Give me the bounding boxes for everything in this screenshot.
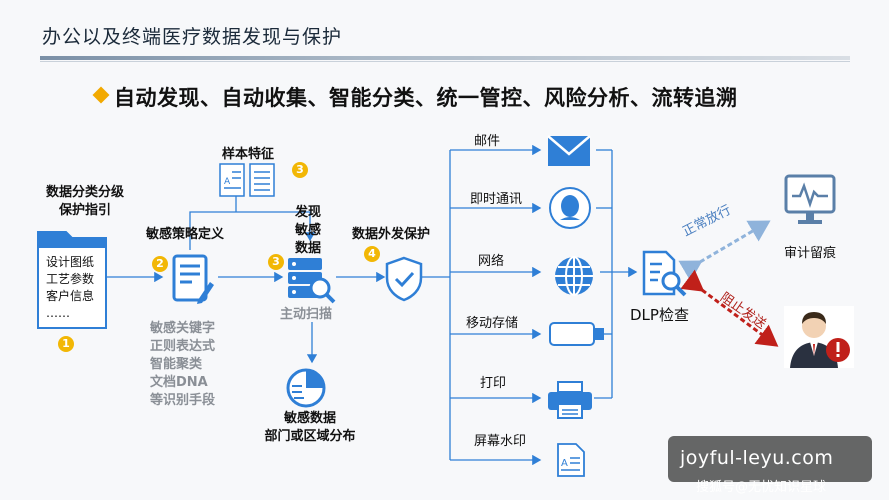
title-underline-thin (40, 61, 850, 62)
guide-title-line-2: 保护指引 (58, 203, 111, 218)
discover-label-line: 敏感 (294, 223, 321, 238)
usb-icon (548, 320, 606, 348)
sample-label: 样本特征 (222, 147, 275, 162)
watermark-text: joyful-leyu.com (680, 447, 834, 469)
folder-icon (36, 226, 108, 330)
subtitle: 自动发现、自动收集、智能分类、统一管控、风险分析、流转追溯 (114, 86, 738, 110)
channel-label-im: 即时通讯 (470, 192, 523, 207)
page-title: 办公以及终端医疗数据发现与保护 (42, 26, 343, 48)
step-badge-2: 2 (152, 256, 168, 272)
watermark-source: 搜狐号@无忧知识星球 (696, 480, 827, 495)
policy-methods: 敏感关键字 正则表达式 智能聚类 文档DNA 等识别手段 (150, 320, 215, 410)
blocked-user-icon (784, 306, 854, 368)
policy-document-icon (170, 254, 216, 308)
step-badge-1: 1 (58, 336, 74, 352)
channel-label-storage: 移动存储 (466, 316, 519, 331)
distribution-label-1: 敏感数据 (283, 411, 336, 426)
guide-title-line-1: 数据分类分级 (45, 185, 124, 200)
svg-text:A: A (224, 177, 231, 187)
sample-files-icon: A (218, 162, 278, 198)
audit-label: 审计留痕 (784, 246, 837, 261)
step-badge-3b: 3 (268, 254, 284, 270)
dlp-inspect-icon (640, 250, 688, 298)
dlp-label: DLP检查 (630, 306, 689, 324)
method-item: 敏感关键字 (150, 321, 216, 336)
discover-label-line: 数据 (294, 241, 321, 256)
channel-label-watermark: 屏幕水印 (474, 434, 527, 449)
folder-contents: 设计图纸 工艺参数 客户信息 …… (46, 254, 106, 322)
monitor-icon (782, 172, 838, 228)
distribution-label-2: 部门或区域分布 (264, 429, 356, 444)
mail-icon (546, 134, 592, 168)
printer-icon (546, 380, 594, 420)
method-item: 智能聚类 (150, 357, 203, 372)
step-badge-4: 4 (364, 246, 380, 262)
method-item: 文档DNA (150, 375, 208, 390)
watermark-box (668, 436, 872, 482)
policy-label: 敏感策略定义 (146, 227, 225, 242)
globe-icon (552, 254, 596, 298)
method-item: 等识别手段 (150, 393, 216, 408)
folder-line: 设计图纸 (46, 255, 95, 269)
chat-icon (548, 186, 592, 230)
folder-line: 工艺参数 (46, 272, 95, 286)
server-scan-icon (286, 256, 336, 304)
svg-text:A: A (561, 458, 568, 469)
pie-chart-icon (284, 366, 330, 408)
title-underline (40, 56, 850, 60)
protect-label: 数据外发保护 (352, 227, 431, 242)
channel-label-network: 网络 (478, 254, 505, 269)
folder-line: …… (46, 306, 70, 320)
channel-label-print: 打印 (480, 376, 507, 391)
folder-line: 客户信息 (46, 289, 95, 303)
channel-label-mail: 邮件 (474, 134, 501, 149)
step-badge-3a: 3 (292, 162, 308, 178)
discover-label-line: 发现 (294, 205, 321, 220)
document-icon: A (556, 442, 586, 478)
scan-label: 主动扫描 (280, 307, 333, 322)
method-item: 正则表达式 (150, 339, 216, 354)
shield-icon (384, 256, 424, 302)
